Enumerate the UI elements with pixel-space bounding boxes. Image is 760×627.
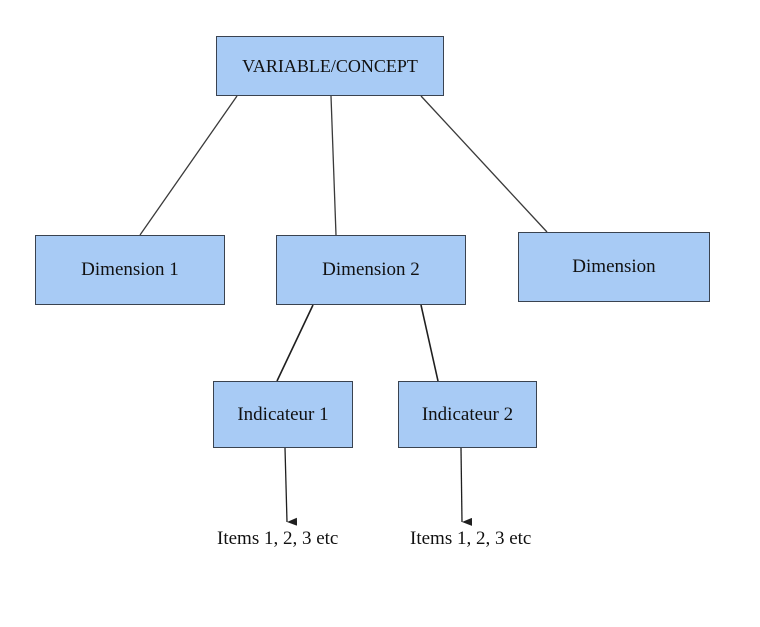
edge-dimension-2-indicator-2 [420, 304, 439, 382]
arrow-indicator-2-items [460, 447, 473, 526]
dimension-2-label: Dimension 2 [322, 259, 420, 280]
dimension-1-node: Dimension 1 [35, 235, 225, 305]
arrow-indicator-1-items [284, 447, 298, 526]
edge-root-dimension-2 [330, 95, 337, 236]
dimension-1-label: Dimension 1 [81, 259, 179, 280]
edge-root-dimension-1 [139, 95, 238, 236]
dimension-3-node: Dimension [518, 232, 710, 302]
items-label-2: Items 1, 2, 3 etc [410, 528, 532, 549]
indicator-2-node: Indicateur 2 [398, 381, 537, 448]
dimension-3-label: Dimension [572, 256, 656, 277]
items-label-1: Items 1, 2, 3 etc [217, 528, 339, 549]
indicator-1-label: Indicateur 1 [237, 403, 329, 425]
root-concept-label: VARIABLE/CONCEPT [242, 55, 418, 76]
indicator-1-node: Indicateur 1 [213, 381, 353, 448]
indicator-2-label: Indicateur 2 [421, 403, 514, 425]
edge-root-dimension-3 [420, 95, 548, 233]
edge-dimension-2-indicator-1 [276, 304, 314, 382]
root-concept-node: VARIABLE/CONCEPT [216, 36, 444, 96]
dimension-2-node: Dimension 2 [276, 235, 466, 305]
